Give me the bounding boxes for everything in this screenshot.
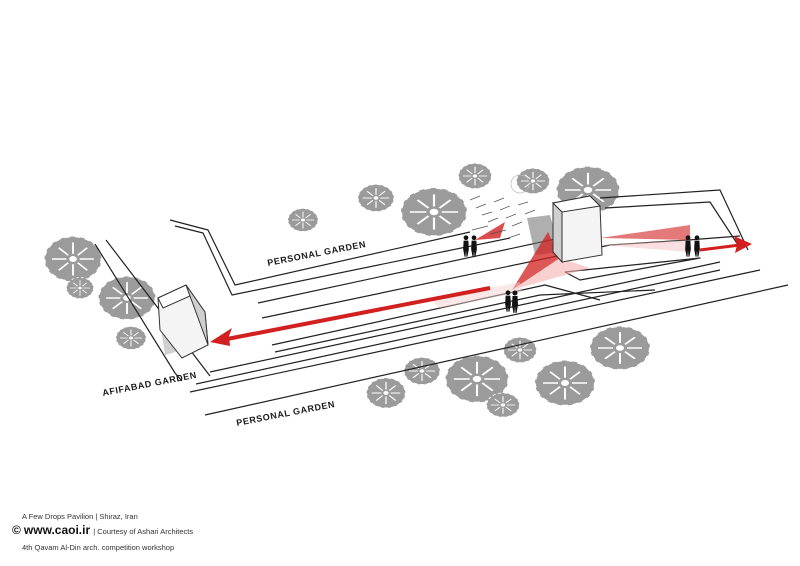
person-silhouette-icon — [512, 290, 518, 313]
tree-plan-icon — [485, 392, 521, 418]
label-afifabad-garden: AFIFABAD GARDEN — [101, 370, 197, 398]
tree-plan-icon — [589, 325, 651, 371]
tree-plan-icon — [43, 235, 103, 283]
person-silhouette-icon — [463, 235, 469, 257]
label-personal-garden-top: PERSONAL GARDEN — [266, 239, 366, 268]
tree-plan-icon — [365, 377, 407, 409]
tree-plan-icon — [457, 162, 493, 190]
tree-plan-icon — [357, 183, 395, 213]
pavilion-block-left — [157, 284, 209, 359]
tree-plan-icon — [399, 186, 469, 238]
tree-plan-icon — [115, 326, 147, 350]
drops-sculpture — [469, 174, 536, 239]
tree-plan-icon — [287, 208, 319, 232]
credit-workshop-line: 4th Qavam Al-Din arch. competition works… — [22, 543, 175, 552]
credit-website-line: © www.caoi.ir | Courtesy of Ashari Archi… — [12, 523, 193, 537]
copyright-symbol: © — [12, 523, 21, 537]
tree-plan-icon — [403, 356, 441, 386]
tree-plan-icon — [515, 167, 551, 195]
tree-plan-icon — [534, 359, 596, 407]
website-link[interactable]: www.caoi.ir — [23, 523, 91, 537]
label-personal-garden-bottom: PERSONAL GARDEN — [235, 399, 335, 428]
credit-project-line: A Few Drops Pavilion | Shiraz, Iran — [22, 512, 138, 521]
courtesy-text: | Courtesy of Ashari Architects — [93, 527, 194, 536]
tree-plan-icon — [66, 277, 94, 299]
double-arrow-icon — [210, 236, 752, 346]
tree-plan-icon — [97, 275, 157, 321]
pavilion-block-right — [551, 195, 603, 264]
person-silhouette-icon — [505, 290, 511, 312]
sightline-cones — [430, 222, 690, 308]
person-silhouette-icon — [471, 235, 477, 257]
person-silhouette-icon — [694, 235, 700, 257]
tree-plan-icon — [502, 336, 538, 364]
person-silhouette-icon — [685, 235, 691, 257]
